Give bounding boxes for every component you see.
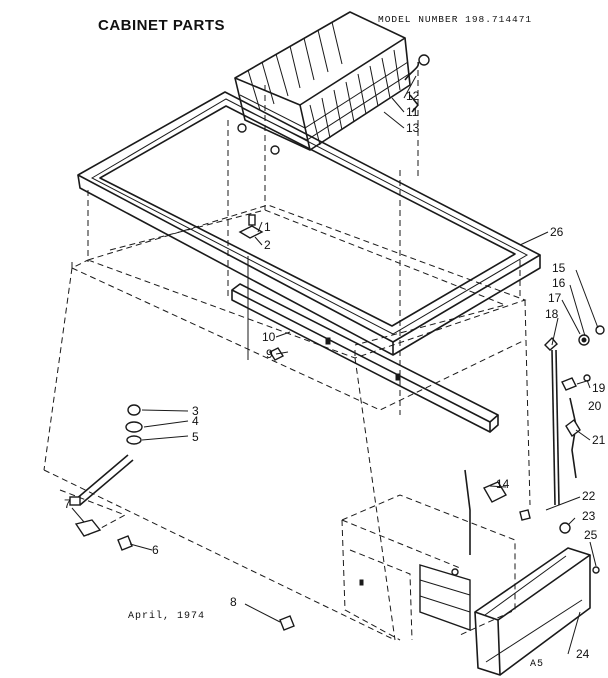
part-label: 21 — [592, 433, 606, 447]
part-label: 26 — [550, 225, 564, 239]
part-8-clip — [279, 579, 364, 631]
part-label: 10 — [262, 330, 276, 344]
part-labels: 12 11 13 1 2 26 15 16 17 18 10 9 19 20 3… — [64, 89, 606, 661]
diagram-date: April, 1974 — [128, 610, 205, 622]
diagram-title: CABINET PARTS — [98, 17, 225, 34]
part-label: 5 — [192, 430, 199, 444]
wire-basket — [234, 11, 411, 155]
cabinet-body — [43, 70, 531, 641]
part-label: 6 — [152, 543, 159, 557]
part-label: 22 — [582, 489, 596, 503]
lid-frame — [77, 91, 541, 356]
part-label: 17 — [548, 291, 562, 305]
part-label: 8 — [230, 595, 237, 609]
part-label: 20 — [588, 399, 602, 413]
part-label: 14 — [496, 477, 510, 491]
drain-assembly — [69, 404, 143, 506]
part-label: 9 — [266, 347, 273, 361]
grille-panel — [474, 547, 591, 676]
part-label: 23 — [582, 509, 596, 523]
part-label: 7 — [64, 497, 71, 511]
hinge-rail — [231, 256, 499, 433]
drain-cap-and-screw — [74, 519, 133, 551]
part-label: 24 — [576, 647, 590, 661]
part-label: 16 — [552, 276, 566, 290]
part-label: 11 — [406, 105, 419, 119]
part-label: 13 — [406, 121, 420, 135]
part-label: 3 — [192, 404, 199, 418]
lid-screw-and-clip — [238, 214, 264, 239]
part-label: 15 — [552, 261, 566, 275]
part-label: 12 — [406, 89, 420, 103]
part-label: 2 — [264, 238, 271, 252]
leader-lines — [71, 75, 599, 655]
compressor-bracket — [419, 469, 600, 631]
model-number: MODEL NUMBER 198.714471 — [378, 14, 532, 25]
part-label: 25 — [584, 528, 598, 542]
basket-hanger — [404, 54, 430, 113]
right-hardware — [544, 325, 605, 506]
part-label: 4 — [192, 414, 199, 428]
part-label: 19 — [592, 381, 606, 395]
diagram-code: A5 — [530, 659, 544, 670]
part-label: 1 — [264, 220, 271, 234]
part-label: 18 — [545, 307, 559, 321]
